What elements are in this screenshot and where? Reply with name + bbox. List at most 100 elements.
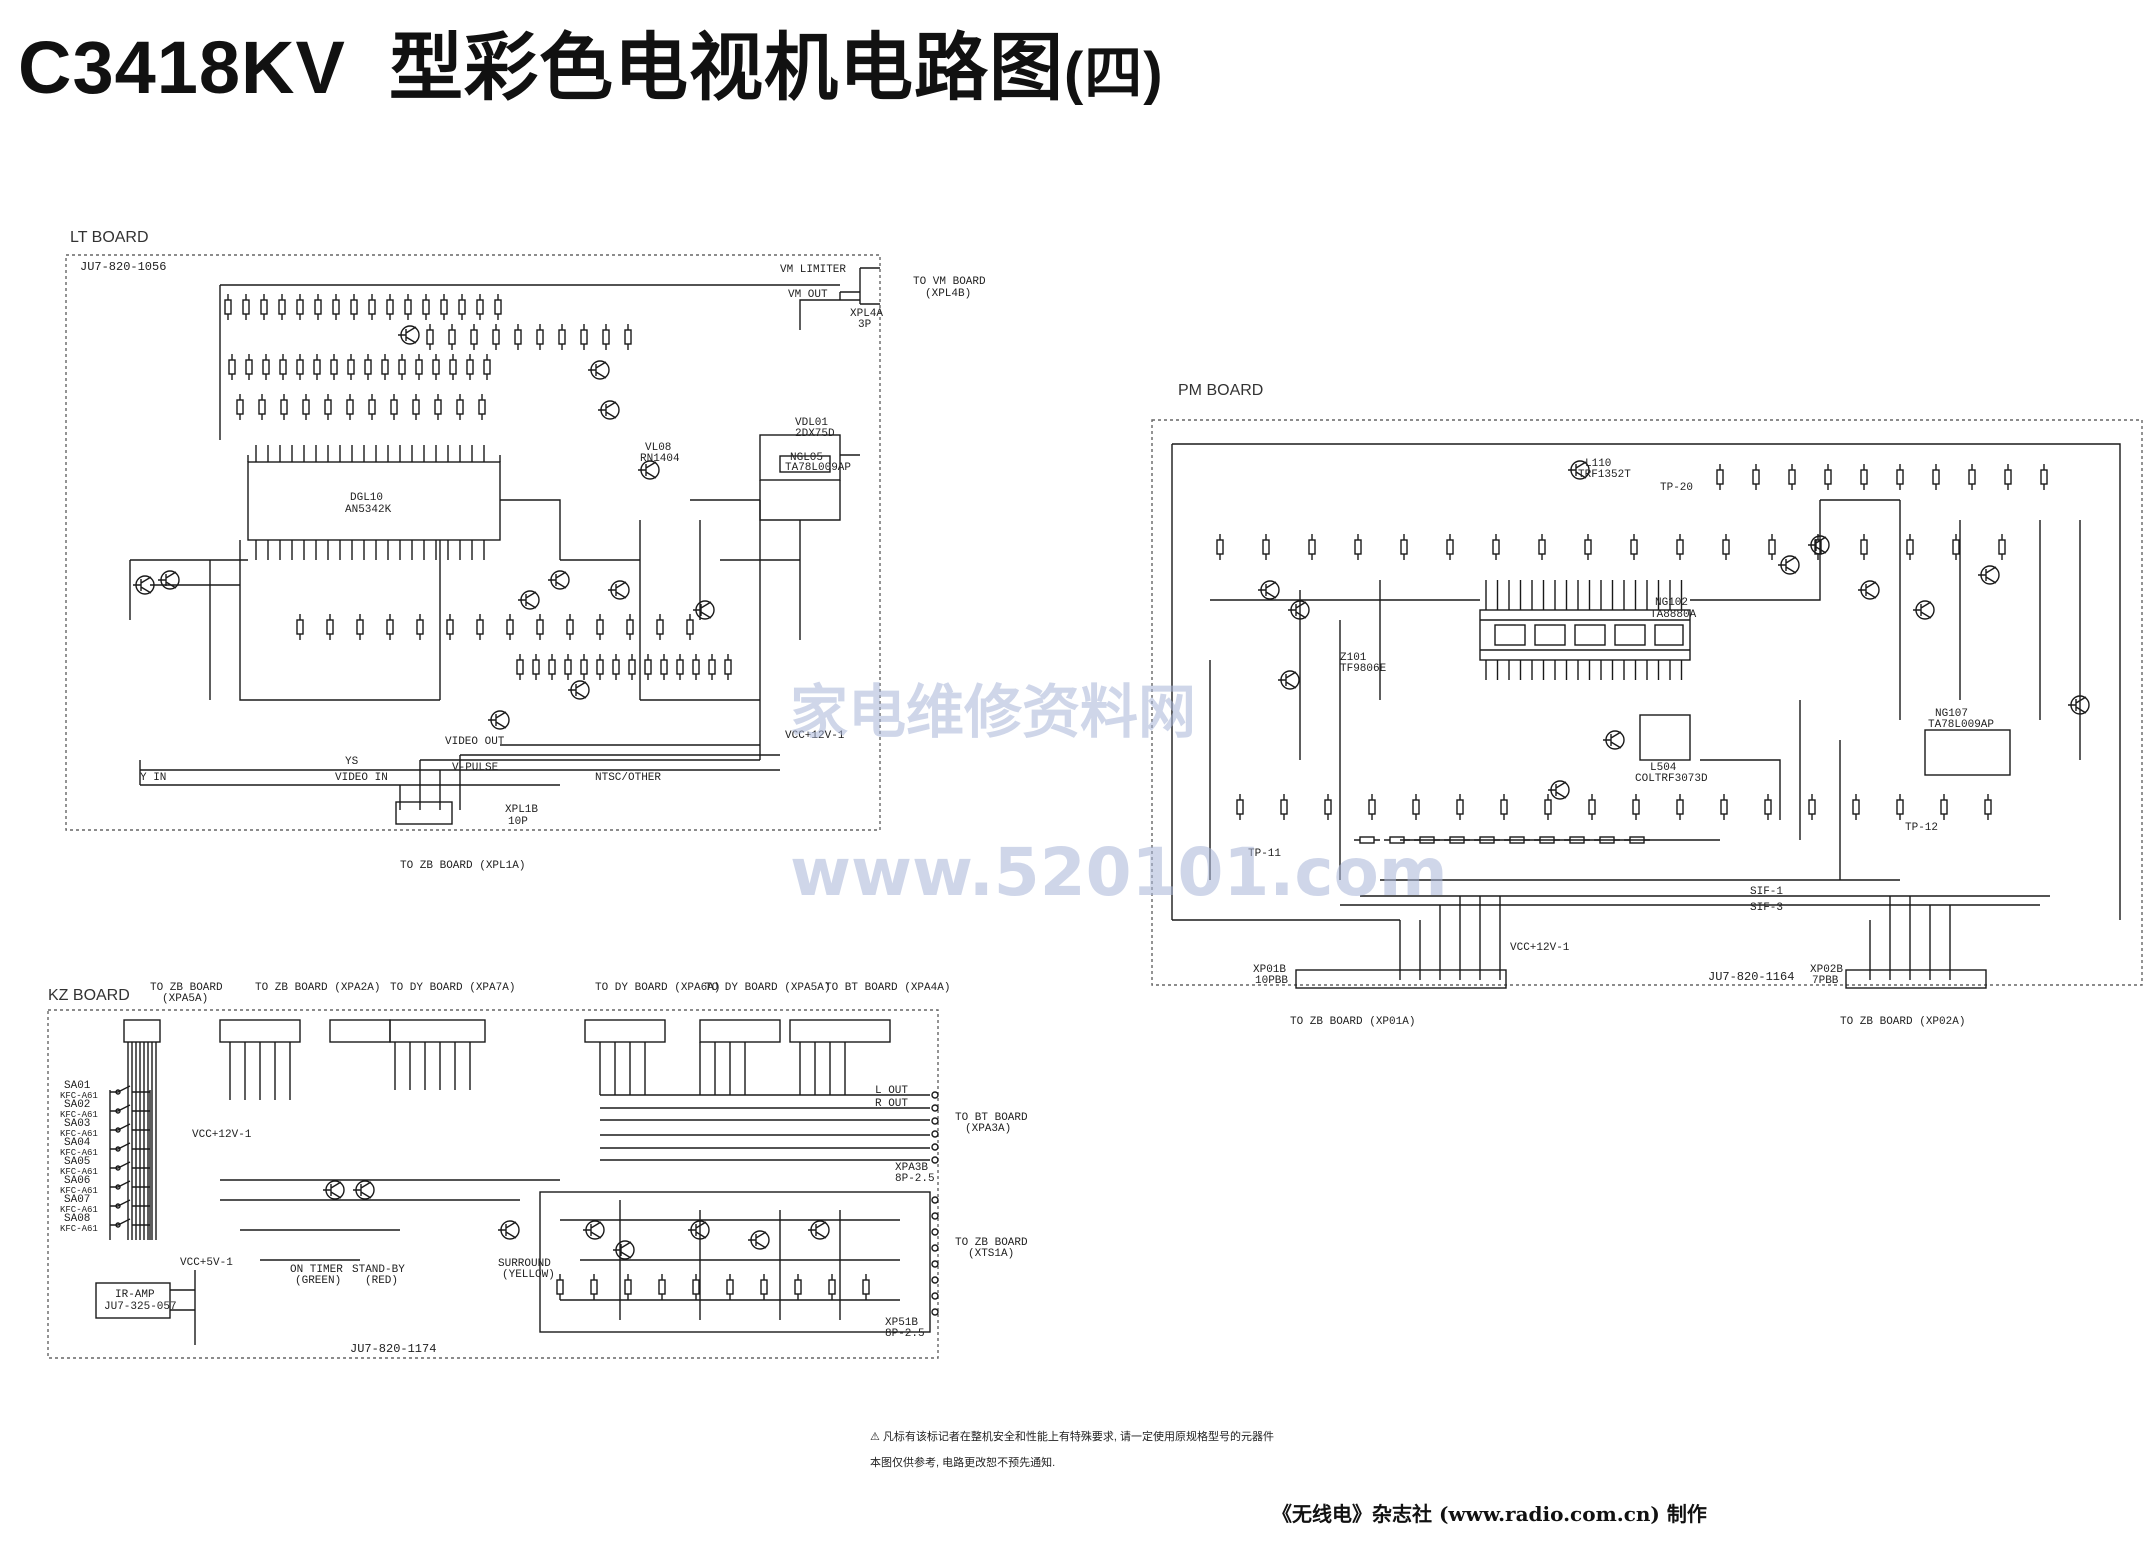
kz-xpa3b-pins: 8P-2.5: [895, 1173, 935, 1185]
title-part: (四): [1063, 41, 1164, 106]
lt-vl08: VL08: [645, 442, 671, 454]
pm-board-name: PM BOARD: [1178, 382, 1263, 399]
page-title: C3418KV 型彩色电视机电路图(四): [18, 8, 1164, 115]
kz-to-bt: TO BT BOARD (XPA4A): [825, 982, 950, 994]
kz-xp51b-pins: 8P-2.5: [885, 1328, 925, 1340]
kz-xpa3b: XPA3B: [895, 1162, 928, 1174]
pm-l110: L110: [1585, 458, 1611, 470]
pm-vcc12: VCC+12V-1: [1510, 942, 1570, 954]
kz-red: (RED): [365, 1275, 398, 1287]
notes: ⚠ 凡标有该标记者在整机安全和性能上有特殊要求, 请一定使用原规格型号的元器件 …: [870, 1424, 1274, 1476]
note-safety: ⚠ 凡标有该标记者在整机安全和性能上有特殊要求, 请一定使用原规格型号的元器件: [870, 1431, 1275, 1443]
model-number: C3418KV: [18, 26, 346, 109]
lt-board-code: JU7-820-1056: [80, 260, 166, 274]
kz-ir-code: JU7-325-057: [104, 1301, 177, 1313]
kz-board-name: KZ BOARD: [48, 987, 130, 1004]
pm-ic-label: NG102: [1655, 597, 1688, 609]
kz-on-timer: ON TIMER: [290, 1264, 343, 1276]
lt-vdl01-part: 2DX75D: [795, 428, 835, 440]
switch-part: KFC-A61: [60, 1205, 98, 1215]
lt-vm-limiter: VM LIMITER: [780, 264, 846, 276]
kz-standby: STAND-BY: [352, 1264, 405, 1276]
kz-green: (GREEN): [295, 1275, 341, 1287]
title-text: 型彩色电视机电路图: [388, 26, 1064, 109]
switch-label: SA03: [64, 1118, 90, 1130]
kz-xts1a: (XTS1A): [968, 1248, 1014, 1260]
lt-vl08-part: RN1404: [640, 453, 680, 465]
switch-part: KFC-A61: [60, 1224, 98, 1234]
switch-label: SA01: [64, 1080, 91, 1092]
kz-yellow: (YELLOW): [502, 1269, 555, 1281]
kz-to-dy2: TO DY BOARD (XPA6A): [595, 982, 720, 994]
lt-ic-part: AN5342K: [345, 504, 392, 516]
pm-xp02b-pins: 7PBB: [1812, 975, 1839, 987]
lt-xpl4b: (XPL4B): [925, 288, 971, 300]
lt-board-name: LT BOARD: [70, 229, 149, 246]
lt-ngl05-part: TA78L009AP: [785, 462, 851, 474]
kz-xpa2a: TO ZB BOARD (XPA2A): [255, 982, 380, 994]
switch-label: SA05: [64, 1156, 90, 1168]
switch-part: KFC-A61: [60, 1167, 98, 1177]
switch-part: KFC-A61: [60, 1129, 98, 1139]
pm-ng107-part: TA78L009AP: [1928, 719, 1994, 731]
lt-y-in: Y IN: [140, 772, 166, 784]
lt-xpl1b: XPL1B: [505, 804, 538, 816]
pm-sif1: SIF-1: [1750, 886, 1783, 898]
pm-sif3: SIF-3: [1750, 902, 1783, 914]
lt-to-vm: TO VM BOARD: [913, 276, 986, 288]
kz-xpa3a: (XPA3A): [965, 1123, 1011, 1135]
lt-video-in: VIDEO IN: [335, 772, 388, 784]
kz-to-zb-b: TO ZB BOARD: [955, 1237, 1028, 1249]
pm-to-zb1: TO ZB BOARD (XP01A): [1290, 1016, 1415, 1028]
lt-xpl4a: XPL4A: [850, 308, 883, 320]
lt-ntsc-other: NTSC/OTHER: [595, 772, 661, 784]
switch-label: SA06: [64, 1175, 90, 1187]
kz-to-bt2: TO BT BOARD: [955, 1112, 1028, 1124]
lt-v-pulse: V-PULSE: [452, 762, 499, 774]
kz-surround: SURROUND: [498, 1258, 551, 1270]
pm-xp01b-pins: 10PBB: [1255, 975, 1288, 987]
pm-ic-part: TA8880A: [1650, 609, 1697, 621]
lt-to-zb: TO ZB BOARD (XPL1A): [400, 860, 525, 872]
lt-board: [65, 254, 881, 831]
kz-board-code: JU7-820-1174: [350, 1342, 436, 1356]
lt-vm-out: VM OUT: [788, 289, 828, 301]
watermark-url: www.520101.com: [790, 834, 1448, 911]
kz-to-dy: TO DY BOARD (XPA7A): [390, 982, 515, 994]
watermark-cn: 家电维修资料网: [790, 678, 1196, 746]
pm-xp02b: XP02B: [1810, 964, 1843, 976]
footer-credit: 《无线电》杂志社 (www.radio.com.cn) 制作: [1272, 1502, 1707, 1526]
kz-xpa5a: (XPA5A): [162, 993, 208, 1005]
switch-label: SA04: [64, 1137, 91, 1149]
kz-l-out: L OUT: [875, 1085, 908, 1097]
kz-r-out: R OUT: [875, 1098, 908, 1110]
pm-l504-part: COLTRF3073D: [1635, 773, 1708, 785]
pm-xp01b: XP01B: [1253, 964, 1286, 976]
switch-label: SA07: [64, 1194, 90, 1206]
note-reference: 本图仅供参考, 电路更改恕不预先通知.: [870, 1457, 1056, 1469]
kz-to-zb-a: TO ZB BOARD: [150, 982, 223, 994]
pm-tp11: TP-11: [1248, 848, 1281, 860]
kz-board: [47, 1009, 939, 1359]
pm-board: [1151, 419, 2143, 989]
pm-to-zb2: TO ZB BOARD (XP02A): [1840, 1016, 1965, 1028]
kz-xp51b: XP51B: [885, 1317, 918, 1329]
lt-xpl4a-pins: 3P: [858, 319, 872, 331]
lt-ngl05: NGL05: [790, 452, 823, 464]
switch-part: KFC-A61: [60, 1148, 98, 1158]
pm-tp20: TP-20: [1660, 482, 1693, 494]
pm-tp12: TP-12: [1905, 822, 1938, 834]
lt-xpl1b-pins: 10P: [508, 816, 528, 828]
kz-vcc12: VCC+12V-1: [192, 1129, 252, 1141]
switch-part: KFC-A61: [60, 1186, 98, 1196]
lt-vdl01: VDL01: [795, 417, 828, 429]
pm-l504: L504: [1650, 762, 1677, 774]
switch-part: KFC-A61: [60, 1091, 98, 1101]
switch-label: SA08: [64, 1213, 90, 1225]
switch-part: KFC-A61: [60, 1110, 98, 1120]
lt-vcc12: VCC+12V-1: [785, 730, 845, 742]
kz-vcc5: VCC+5V-1: [180, 1257, 233, 1269]
pm-board-code: JU7-820-1164: [1708, 970, 1794, 984]
lt-ys: YS: [345, 756, 359, 768]
pm-l110-part: TRF1352T: [1578, 469, 1631, 481]
